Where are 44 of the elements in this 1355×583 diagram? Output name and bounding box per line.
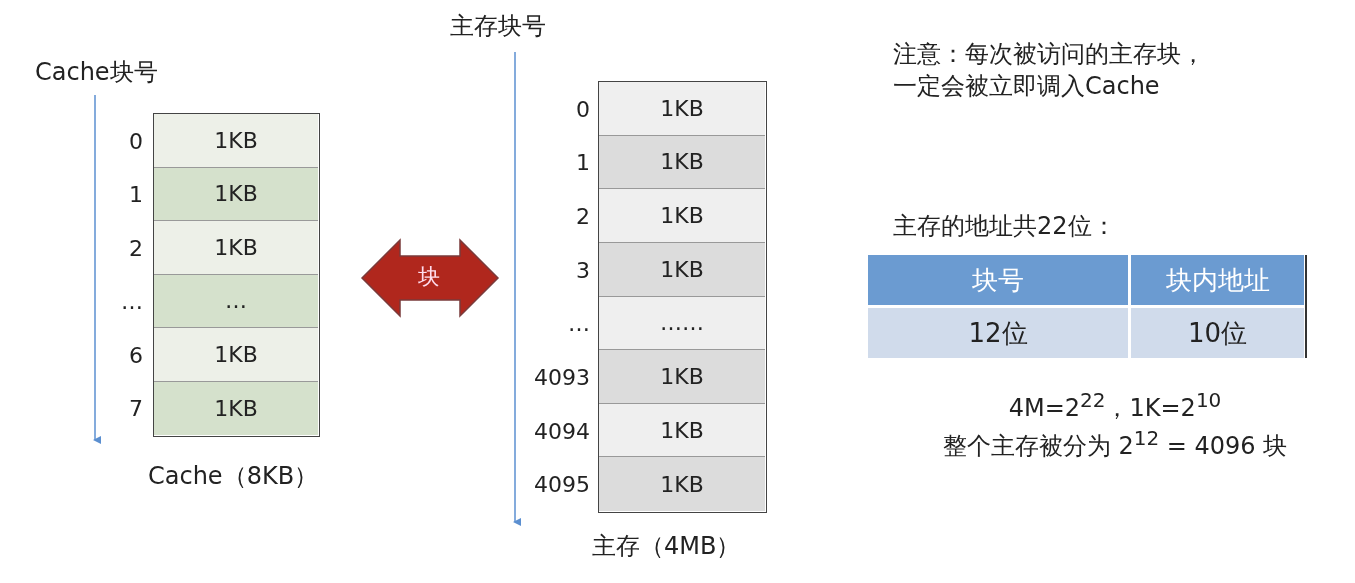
axis-title: Cache块号 — [35, 57, 158, 88]
memory-cell: 1KB — [599, 403, 765, 458]
block-number: 7 — [128, 395, 143, 424]
memory-cell: 1KB — [599, 135, 765, 190]
memory-cell: 1KB — [599, 457, 765, 511]
memory-caption: Cache（8KB） — [148, 461, 319, 492]
block-number: … — [120, 288, 143, 317]
block-number: 1 — [575, 149, 590, 178]
memory-cell: 1KB — [154, 381, 318, 435]
edge-label: 块 — [418, 263, 440, 291]
memory-cell: 1KB — [154, 221, 318, 275]
block-number: 4093 — [533, 363, 590, 392]
note-text: 注意：每次被访问的主存块，一定会被立即调入Cache — [893, 39, 1206, 102]
table-header-cell: 块号 — [868, 255, 1128, 305]
block-number: 4095 — [533, 471, 590, 500]
memory-caption: 主存（4MB） — [592, 531, 741, 562]
formula-text: 4M=2$^{22}$，1K=2$^{10}$ — [1007, 388, 1223, 424]
block-number: 2 — [575, 203, 590, 232]
memory-cell: 1KB — [154, 328, 318, 382]
block-number: 4094 — [533, 417, 590, 446]
memory-cell: 1KB — [599, 350, 765, 404]
memory-cell: 1KB — [154, 114, 318, 168]
table-header-cell: 块内地址 — [1131, 255, 1304, 305]
axis-title: 主存块号 — [450, 11, 546, 42]
formula-text: 整个主存被分为 2$^{12}$ = 4096 块 — [941, 426, 1289, 462]
block-number: 0 — [128, 127, 143, 156]
block-number: 1 — [128, 181, 143, 210]
table-cell: 10位 — [1131, 308, 1304, 358]
memory-cell: 1KB — [154, 167, 318, 221]
memory-cell: 1KB — [599, 242, 765, 297]
memory-block-column — [153, 113, 320, 437]
table-cell: 12位 — [868, 308, 1128, 358]
memory-cell: 1KB — [599, 82, 765, 136]
memory-cell: 1KB — [599, 189, 765, 243]
block-number: 0 — [575, 95, 590, 124]
memory-cell: …… — [599, 296, 765, 351]
block-number: 6 — [128, 341, 143, 370]
block-number: 3 — [575, 256, 590, 285]
address-caption: 主存的地址共22位： — [893, 211, 1116, 242]
block-number: 2 — [128, 234, 143, 263]
block-number: … — [567, 310, 590, 339]
memory-cell: … — [154, 274, 318, 328]
memory-block-column — [598, 81, 767, 513]
double-arrow — [360, 238, 500, 318]
